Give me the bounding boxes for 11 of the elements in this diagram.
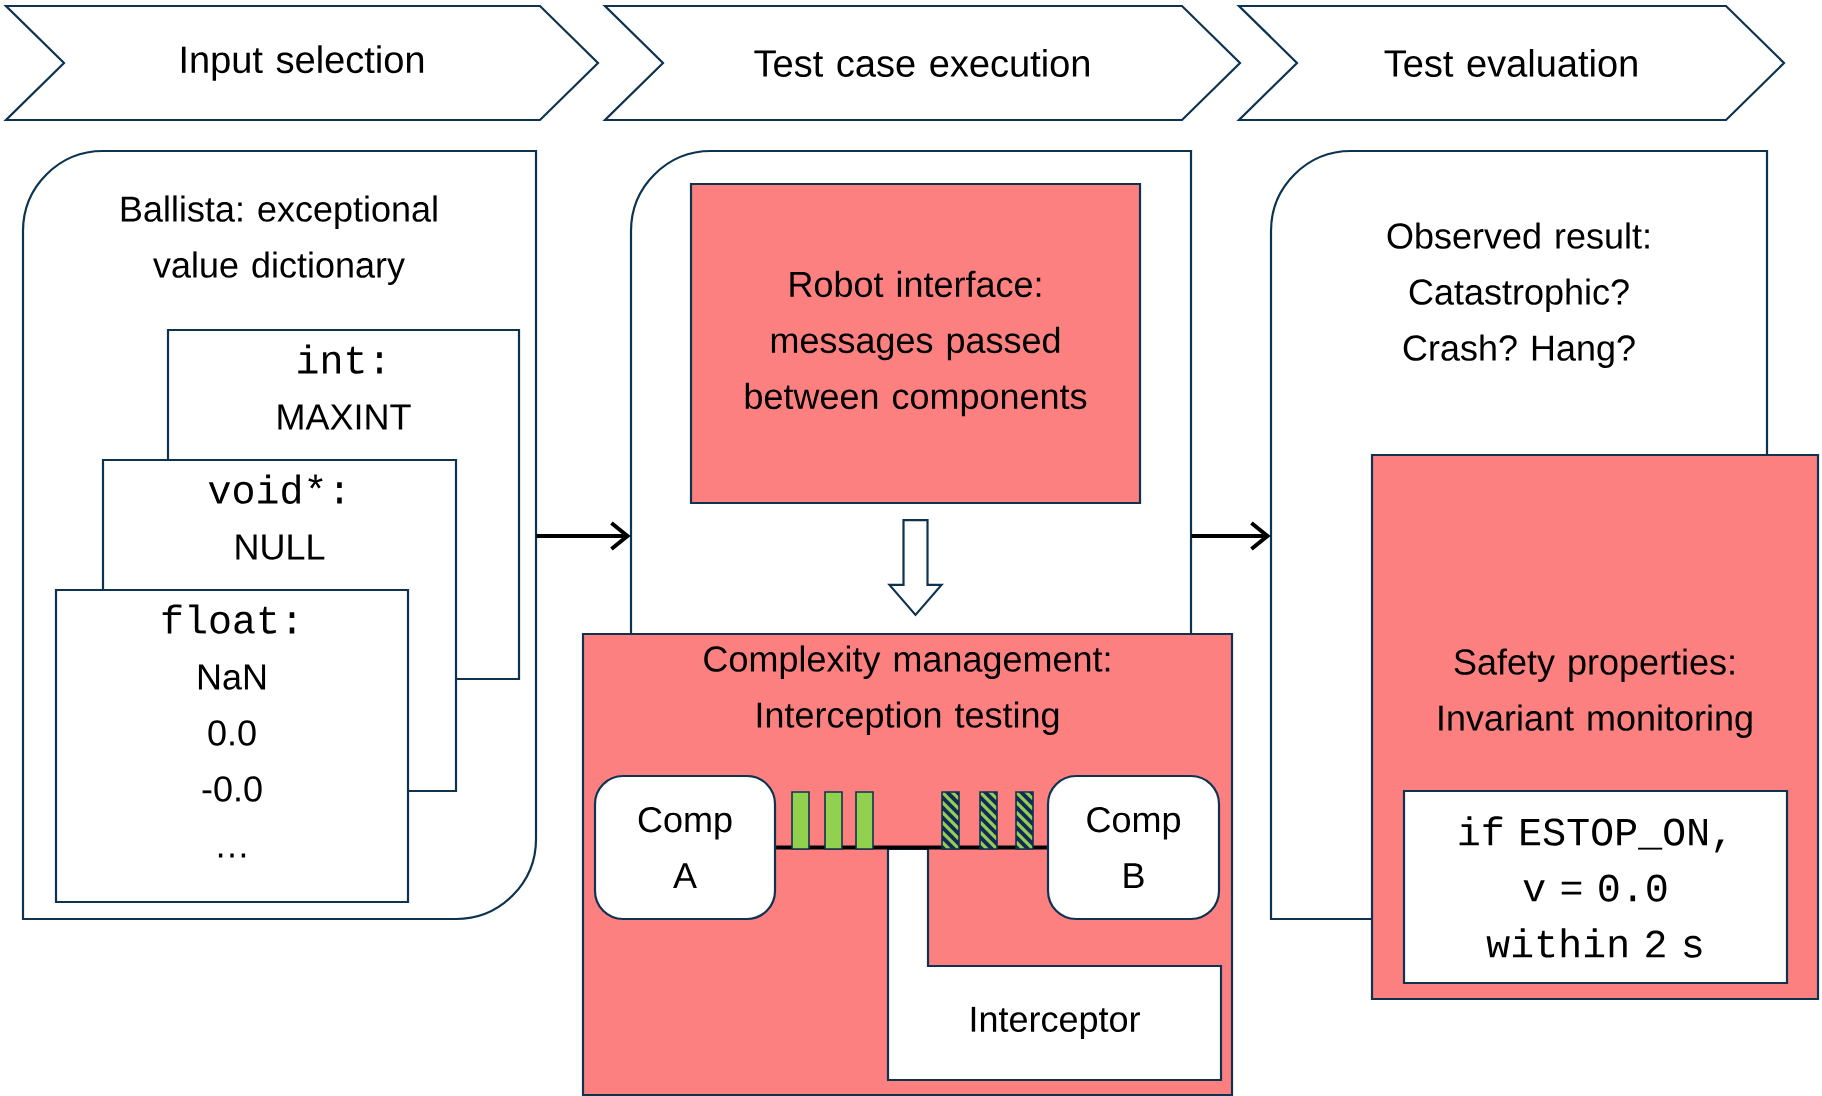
stage-heading: Test evaluation [1236,4,1786,122]
component-box: Comp A [593,774,777,921]
arrow [1191,521,1271,551]
component-box: Comp B [1046,774,1221,921]
value-card: float: NaN 0.0 -0.0 … [54,588,410,904]
code-box: if ESTOP_ON, v = 0.0 within 2 s [1402,789,1789,985]
stage-heading: Test case execution [602,4,1242,122]
stage-heading: Input selection [3,4,600,122]
interface-box: Robot interface: messages passed between components [689,182,1142,505]
hollow-arrow [887,519,944,617]
arrow [536,521,631,551]
